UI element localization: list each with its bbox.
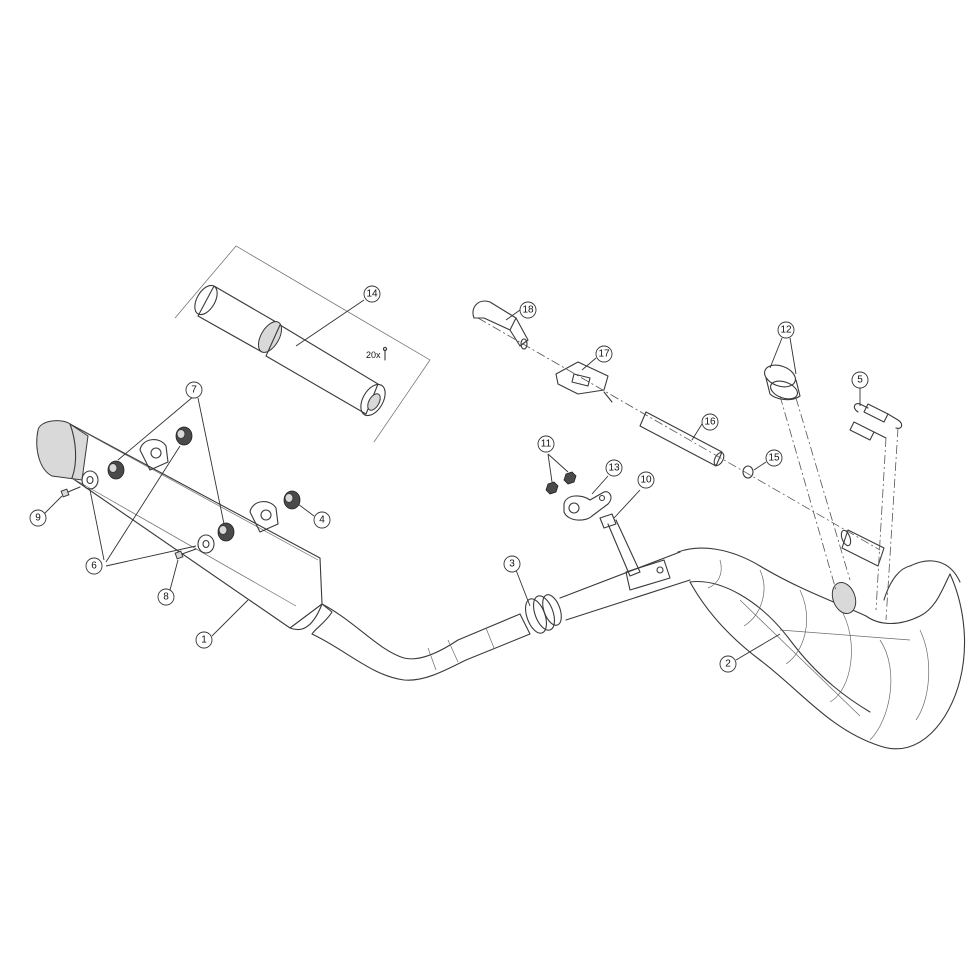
- callout-9: 9: [29, 509, 47, 527]
- rivet-quantity: 20x: [366, 350, 381, 360]
- callout-12: 12: [777, 321, 795, 339]
- svg-text:1: 1: [201, 635, 207, 646]
- bolt-9: [60, 486, 81, 498]
- callout-4: 4: [313, 511, 331, 529]
- vent-assembly: [472, 300, 881, 551]
- svg-text:11: 11: [541, 439, 552, 450]
- svg-text:17: 17: [598, 349, 610, 360]
- packing-kit-14: 20x: [174, 245, 431, 443]
- svg-text:14: 14: [366, 289, 378, 300]
- callout-5: 5: [851, 371, 869, 389]
- springs-5: [849, 403, 903, 621]
- svg-text:5: 5: [857, 375, 863, 386]
- svg-text:18: 18: [522, 305, 534, 316]
- callout-10: 10: [637, 471, 655, 489]
- svg-text:9: 9: [35, 513, 41, 524]
- callout-8: 8: [157, 588, 175, 606]
- callout-14: 14: [363, 285, 381, 303]
- svg-text:10: 10: [640, 475, 652, 486]
- callout-13: 13: [605, 459, 623, 477]
- callout-6: 6: [85, 557, 103, 575]
- bolt-8: [174, 548, 197, 560]
- grommet-4: [283, 490, 301, 510]
- svg-text:3: 3: [509, 559, 515, 570]
- callout-7: 7: [185, 381, 203, 399]
- callout-11: 11: [537, 435, 555, 453]
- svg-text:15: 15: [768, 453, 780, 464]
- callout-15: 15: [765, 449, 783, 467]
- nuts-11: [545, 471, 577, 495]
- svg-text:12: 12: [780, 325, 792, 336]
- leader-lines: [43, 299, 861, 661]
- svg-text:6: 6: [91, 561, 97, 572]
- callout-18: 18: [519, 301, 537, 319]
- callout-17: 17: [595, 345, 613, 363]
- header-pipe-2: [625, 529, 965, 750]
- bracket-10: [599, 513, 641, 577]
- callout-2: 2: [719, 655, 737, 673]
- svg-text:16: 16: [704, 417, 716, 428]
- callout-1: 1: [195, 631, 213, 649]
- svg-text:7: 7: [191, 385, 197, 396]
- grommets-7: [107, 426, 235, 542]
- svg-text:2: 2: [725, 659, 731, 670]
- svg-text:4: 4: [319, 515, 325, 526]
- washers-6: [81, 470, 215, 554]
- seal-3: [524, 594, 562, 634]
- svg-text:13: 13: [608, 463, 620, 474]
- sleeves-12: [764, 364, 851, 591]
- clamp-13: [563, 491, 612, 521]
- silencer-1: [36, 420, 531, 681]
- callout-16: 16: [701, 413, 719, 431]
- callout-3: 3: [503, 555, 521, 573]
- svg-text:8: 8: [163, 592, 169, 603]
- rivet-icon: [382, 346, 388, 361]
